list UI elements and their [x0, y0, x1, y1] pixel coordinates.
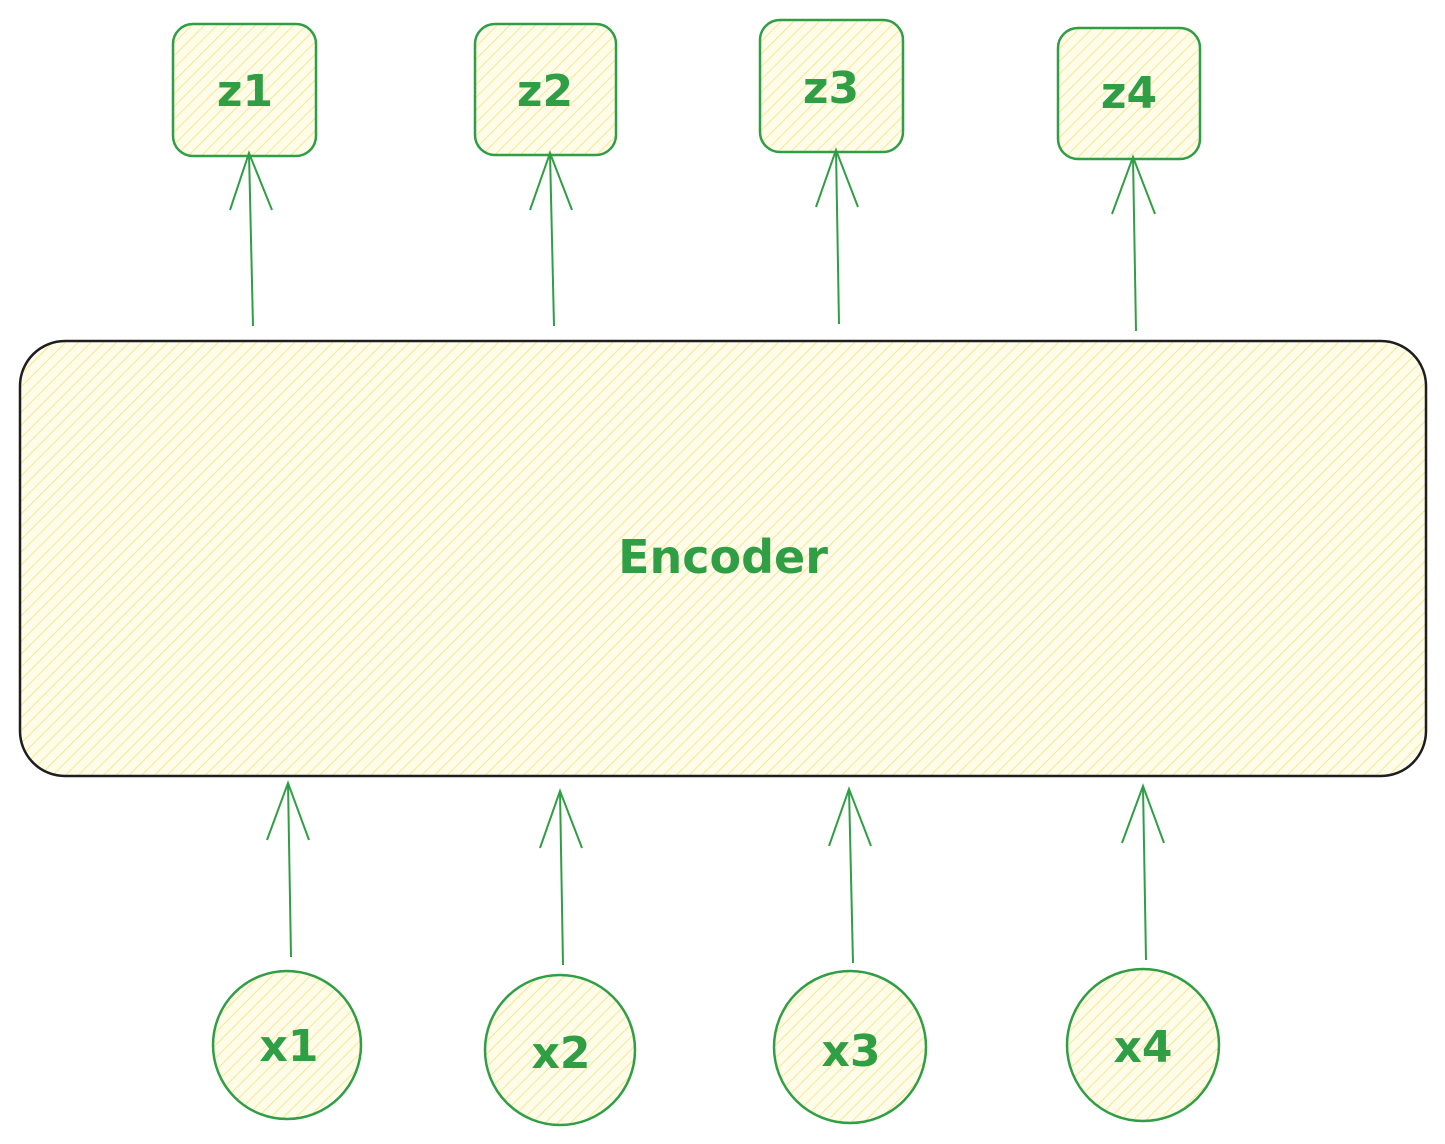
output-nodes: z1 z2 z3 z4	[171, 18, 1202, 161]
output-node-z2: z2	[473, 22, 618, 157]
output-label: z3	[803, 63, 859, 114]
output-box	[1056, 26, 1202, 161]
input-circle	[483, 973, 637, 1127]
output-node-z4: z4	[1056, 26, 1202, 161]
encoder-block: Encoder	[18, 339, 1428, 778]
input-label: x4	[1114, 1022, 1173, 1073]
output-box	[171, 22, 318, 158]
arrow-to-z2	[529, 150, 573, 327]
input-circle	[211, 969, 363, 1121]
output-label: z4	[1101, 68, 1157, 119]
input-node-x3: x3	[772, 969, 928, 1125]
output-box	[473, 22, 618, 157]
input-circle	[1065, 967, 1221, 1123]
input-label: x3	[822, 1026, 881, 1077]
arrow-from-x3	[828, 786, 872, 964]
arrow-to-z4	[1111, 154, 1156, 332]
arrow-to-z3	[815, 147, 859, 325]
arrow-from-x4	[1121, 783, 1165, 961]
input-node-x4: x4	[1065, 967, 1221, 1123]
input-node-x2: x2	[483, 973, 637, 1127]
output-label: z2	[517, 66, 573, 117]
arrow-to-z1	[229, 150, 273, 327]
encoder-label: Encoder	[618, 530, 828, 584]
input-label: x1	[260, 1021, 319, 1072]
input-label: x2	[532, 1028, 591, 1079]
output-box	[758, 18, 905, 154]
input-circle	[772, 969, 928, 1125]
input-arrows	[266, 780, 1165, 966]
input-nodes: x1 x2 x3 x4	[211, 967, 1221, 1127]
arrow-from-x1	[266, 780, 310, 958]
output-arrows	[229, 147, 1156, 332]
arrow-from-x2	[539, 788, 583, 966]
encoder-box	[18, 339, 1428, 778]
output-label: z1	[217, 66, 273, 117]
output-node-z1: z1	[171, 22, 318, 158]
input-node-x1: x1	[211, 969, 363, 1121]
output-node-z3: z3	[758, 18, 905, 154]
